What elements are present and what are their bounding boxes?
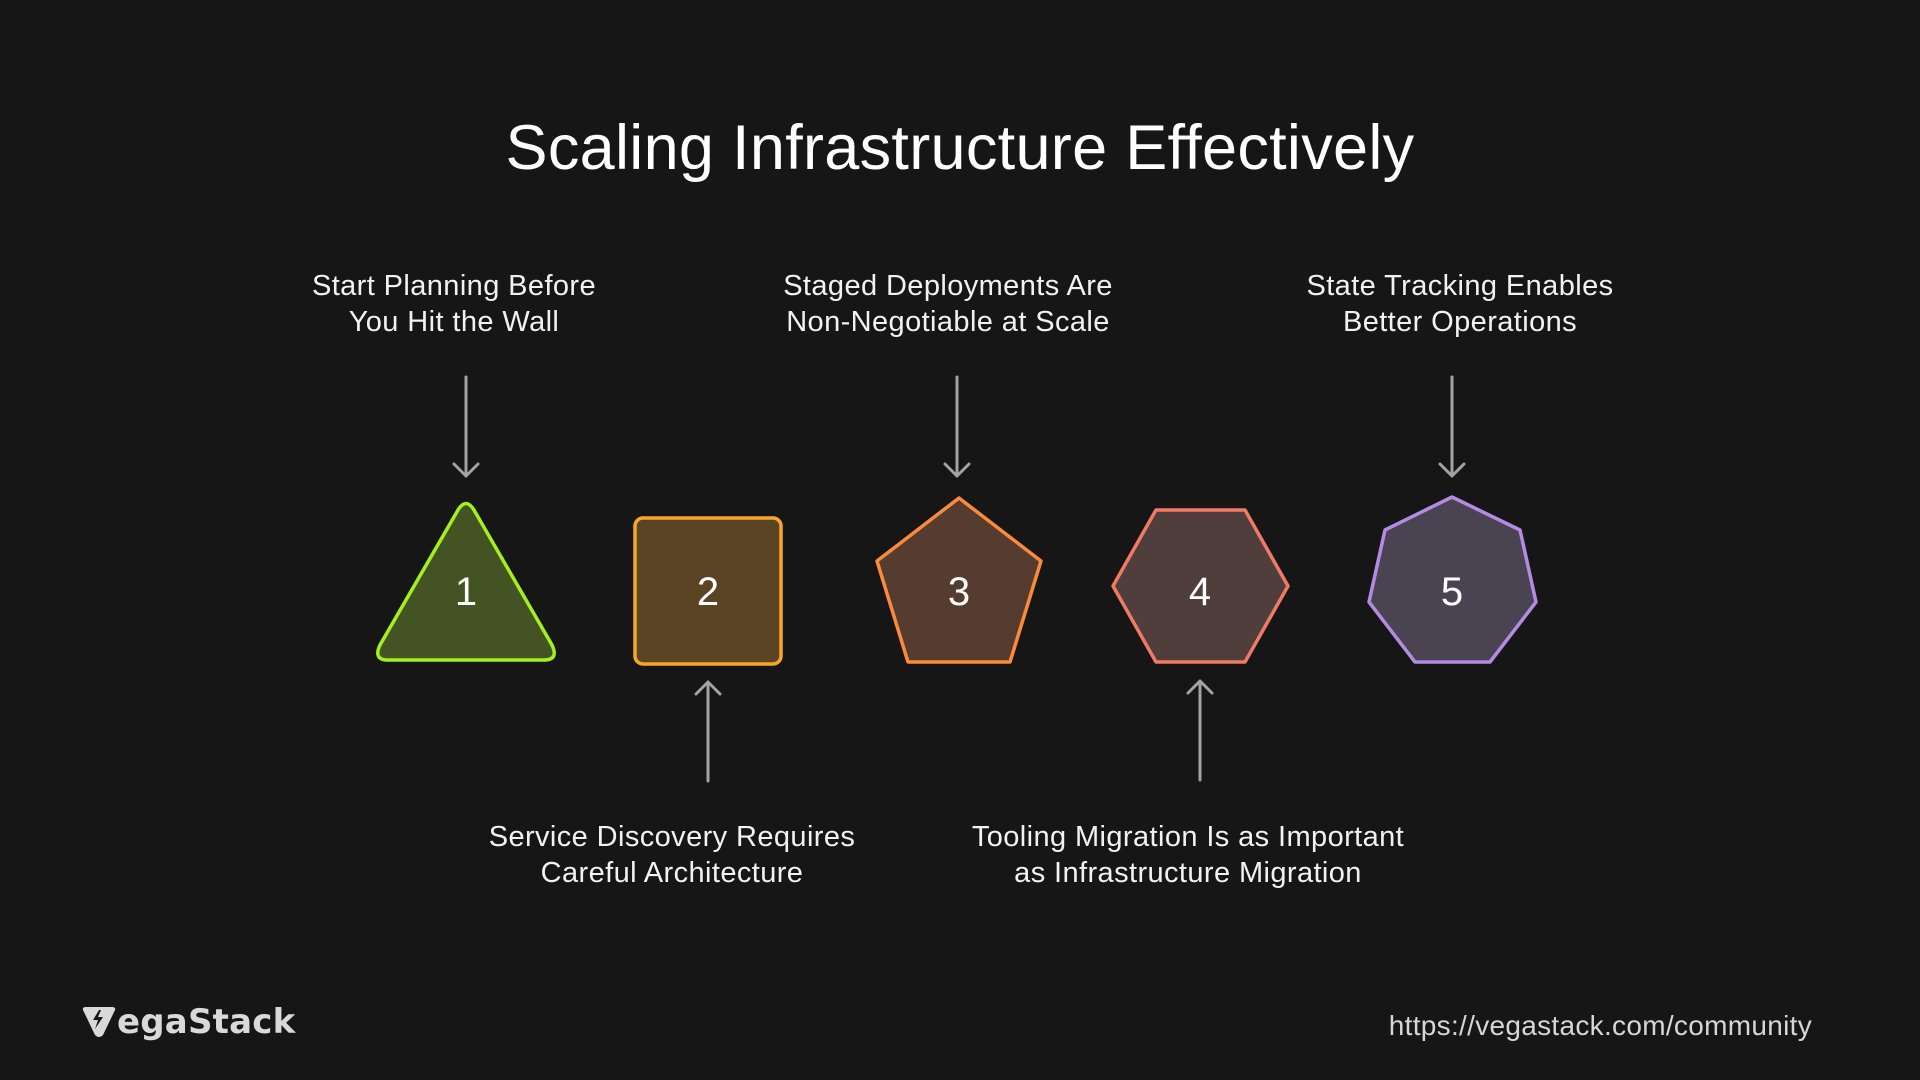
logo-v-bolt-icon: [82, 1007, 116, 1037]
heptagon-icon: [1367, 495, 1538, 664]
hexagon-icon: [1111, 508, 1290, 664]
step-5-label: State Tracking Enables Better Operations: [1180, 268, 1740, 340]
step-3-pentagon: 3: [875, 496, 1043, 664]
vegastack-logo: egaStack: [82, 1000, 295, 1044]
arrow-down-icon: [943, 375, 971, 478]
step-5-label-line-1: State Tracking Enables: [1306, 270, 1614, 302]
step-1-label-line-2: You Hit the Wall: [348, 306, 560, 338]
step-1-label: Start Planning Before You Hit the Wall: [174, 268, 734, 340]
step-2-label-line-2: Careful Architecture: [540, 857, 804, 889]
step-1-triangle: 1: [376, 501, 556, 662]
step-4-label: Tooling Migration Is as Important as Inf…: [908, 819, 1468, 891]
square-icon: [633, 516, 783, 666]
step-4-number: 4: [1189, 570, 1211, 614]
arrow-down-icon: [1438, 375, 1466, 478]
logo-text: egaStack: [117, 1002, 296, 1042]
step-3-label: Staged Deployments Are Non-Negotiable at…: [668, 268, 1228, 340]
step-2-label-line-1: Service Discovery Requires: [488, 821, 856, 853]
step-1-label-line-1: Start Planning Before: [311, 270, 597, 302]
step-5-number: 5: [1441, 570, 1463, 614]
arrow-up-icon: [1186, 679, 1214, 782]
step-4-label-line-2: as Infrastructure Migration: [1014, 857, 1362, 889]
community-url[interactable]: https://vegastack.com/community: [1388, 1010, 1812, 1041]
step-5-label-line-2: Better Operations: [1342, 306, 1578, 338]
step-2-number: 2: [697, 570, 719, 614]
arrow-up-icon: [694, 680, 722, 783]
step-3-label-line-2: Non-Negotiable at Scale: [786, 306, 1110, 338]
step-4-hexagon: 4: [1111, 508, 1290, 664]
step-1-number: 1: [455, 570, 477, 614]
step-5-heptagon: 5: [1367, 495, 1538, 664]
step-2-square: 2: [633, 516, 783, 666]
step-2-label: Service Discovery Requires Careful Archi…: [392, 819, 952, 891]
step-3-label-line-1: Staged Deployments Are: [783, 270, 1113, 302]
arrow-down-icon: [452, 375, 480, 478]
triangle-icon: [376, 501, 556, 662]
step-3-number: 3: [948, 570, 970, 614]
step-4-label-line-1: Tooling Migration Is as Important: [971, 821, 1405, 853]
pentagon-icon: [875, 496, 1043, 664]
page-title: Scaling Infrastructure Effectively: [505, 113, 1415, 183]
